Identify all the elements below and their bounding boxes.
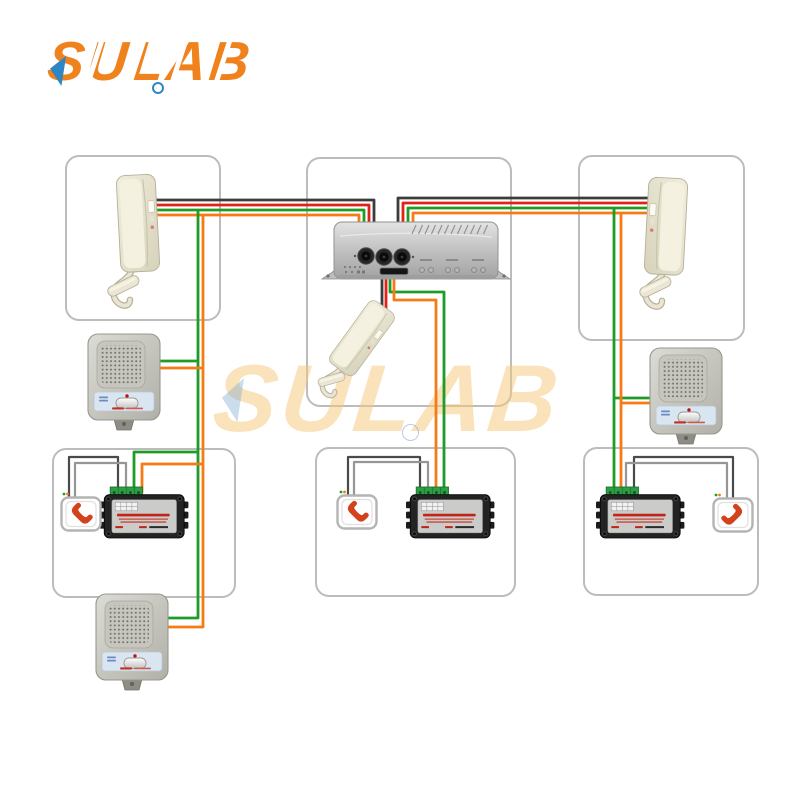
relay-module-right (595, 486, 685, 539)
zone-top-left (65, 155, 221, 321)
wall-handset-left (106, 173, 161, 306)
zone-top-right (578, 155, 745, 341)
door-speaker-upper-left (87, 333, 161, 431)
zone-bottom-right (583, 447, 759, 596)
sulab-logo: SULAB (45, 30, 256, 96)
cord-dark-right (632, 455, 735, 499)
cord-gray-right (624, 461, 729, 499)
relay-module-left (99, 486, 189, 539)
wire-orange-left-bus (150, 213, 361, 249)
phone-port-left (60, 496, 102, 532)
port-terminal-dots (62, 490, 721, 497)
wire-green-left-module-tap (132, 450, 198, 493)
phone-port-center (336, 494, 378, 530)
zone-bottom-center (315, 447, 516, 597)
cord-gray-left (73, 461, 128, 498)
cord-dark-left (67, 455, 120, 498)
wire-orange-center-riser (392, 260, 438, 493)
watermark-ring-mark (402, 424, 419, 441)
door-speaker-lower-left (95, 593, 169, 691)
relay-module-center (405, 486, 495, 539)
zone-top-center (306, 157, 512, 407)
logo-ring-mark (152, 82, 164, 94)
wire-green-left-riser (158, 210, 200, 620)
phone-port-right (712, 497, 754, 533)
devices-layer (60, 173, 754, 691)
phone-port-cords (67, 455, 735, 499)
wall-handset-right (638, 176, 689, 307)
cord-dark-center (346, 455, 422, 496)
amplifier-unit (321, 221, 511, 281)
cord-gray-center (352, 460, 430, 496)
wire-orange-left-riser (158, 215, 205, 629)
door-speaker-right (649, 347, 723, 445)
wire-orange-left-module-tap (140, 462, 203, 493)
wall-handset-center (315, 297, 398, 398)
